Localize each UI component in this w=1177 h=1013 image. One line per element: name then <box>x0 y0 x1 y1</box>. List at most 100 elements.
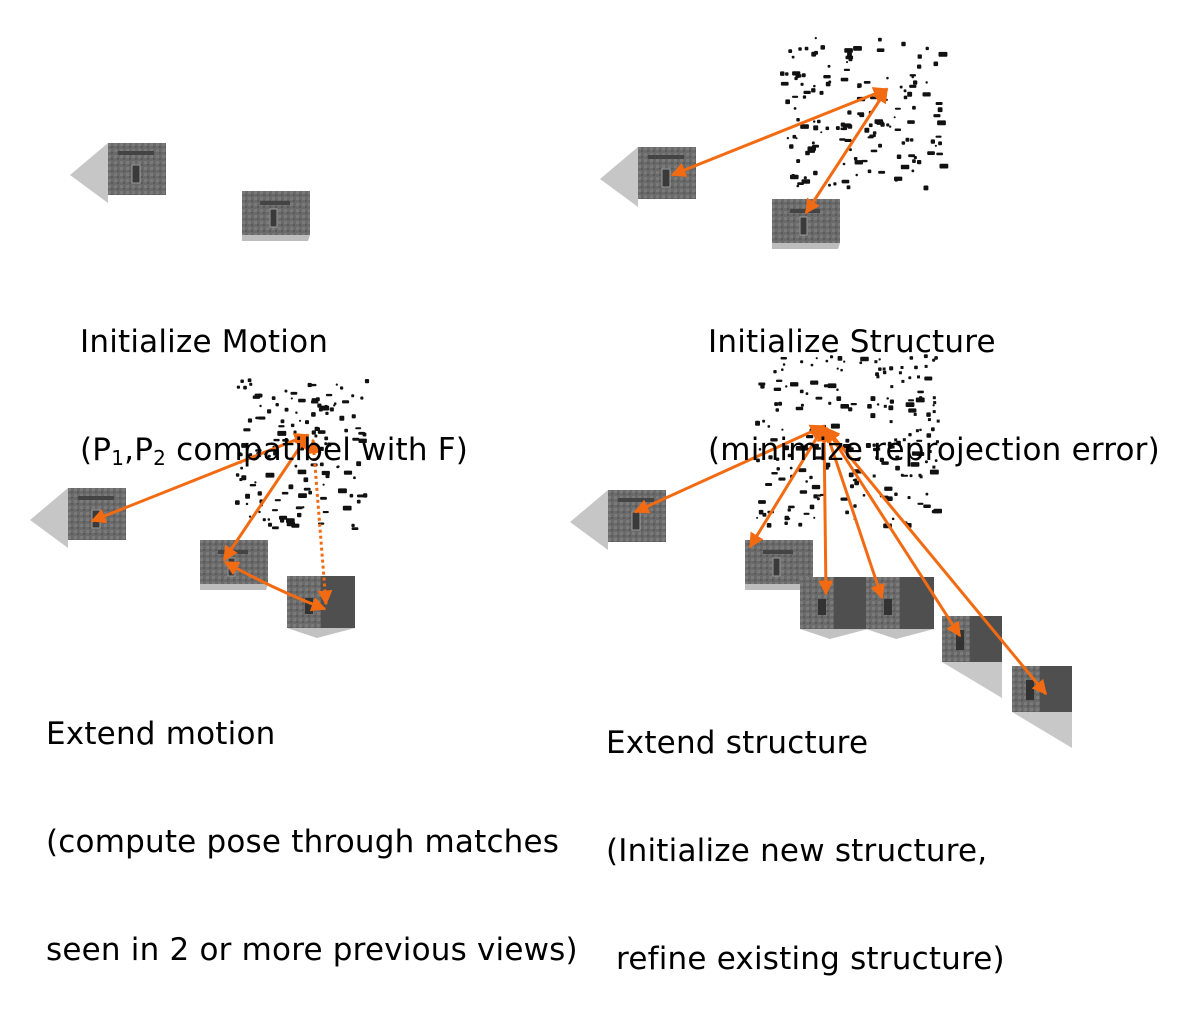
structure-point <box>919 396 923 400</box>
structure-point <box>268 522 272 527</box>
structure-point <box>358 438 367 443</box>
structure-point <box>878 170 886 174</box>
panel-initialize-motion <box>69 142 311 242</box>
structure-point <box>344 428 348 433</box>
structure-point <box>934 144 937 147</box>
structure-point <box>813 516 816 519</box>
structure-point <box>758 509 764 515</box>
structure-point <box>935 102 943 105</box>
structure-point <box>243 385 247 390</box>
structure-point <box>843 360 846 363</box>
structure-point <box>828 80 832 84</box>
structure-point <box>773 370 777 374</box>
structure-point <box>876 48 885 52</box>
structure-point <box>356 461 362 467</box>
structure-point <box>933 114 941 118</box>
structure-point <box>870 413 876 419</box>
structure-point <box>335 383 338 386</box>
structure-point <box>840 368 843 372</box>
structure-point <box>932 404 935 407</box>
structure-point <box>840 127 848 131</box>
structure-point <box>917 160 922 165</box>
structure-point <box>825 359 829 363</box>
structure-point <box>901 41 906 47</box>
structure-point <box>798 47 802 51</box>
structure-point <box>291 523 300 528</box>
structure-point <box>890 385 894 389</box>
structure-point <box>801 73 806 78</box>
structure-point <box>932 396 936 400</box>
structure-point <box>780 357 787 360</box>
structure-point <box>936 152 943 156</box>
structure-point <box>357 494 364 498</box>
structure-point <box>909 356 914 360</box>
structure-point <box>889 125 892 128</box>
structure-point <box>794 76 798 81</box>
structure-point <box>848 57 853 62</box>
structure-point <box>891 517 895 521</box>
structure-point <box>846 61 849 64</box>
structure-point <box>360 396 364 400</box>
structure-point <box>299 419 302 422</box>
caption-initialize-motion: Initialize Motion (P1,P2 compatibel with… <box>80 252 468 504</box>
structure-point <box>316 427 320 431</box>
structure-point <box>853 504 857 508</box>
structure-point <box>351 523 355 528</box>
structure-point <box>352 437 360 441</box>
structure-point <box>872 131 877 135</box>
structure-point <box>863 81 871 84</box>
structure-point <box>932 358 936 362</box>
structure-point <box>305 420 309 425</box>
structure-point <box>901 141 906 145</box>
structure-point <box>846 185 851 190</box>
structure-point <box>799 389 804 394</box>
structure-point <box>908 376 912 380</box>
structure-point <box>878 143 882 148</box>
structure-point <box>792 134 797 139</box>
structure-point <box>286 518 295 523</box>
structure-point <box>937 107 943 113</box>
structure-point <box>933 61 939 67</box>
caption-line-2: (compute pose through matches <box>46 824 560 860</box>
structure-point <box>284 407 289 412</box>
arrow-to-camera-2 <box>748 424 826 549</box>
structure-point <box>889 399 894 404</box>
structure-point <box>841 179 850 184</box>
structure-point <box>786 137 789 140</box>
structure-point <box>864 127 870 133</box>
structure-point <box>910 138 914 142</box>
structure-point <box>903 89 907 93</box>
structure-point <box>882 370 887 375</box>
structure-point <box>936 419 940 423</box>
structure-point <box>796 184 800 188</box>
structure-point <box>830 355 834 359</box>
structure-point <box>342 505 352 511</box>
structure-point <box>874 360 878 364</box>
structure-point <box>780 81 789 86</box>
structure-point <box>355 427 362 430</box>
structure-point <box>833 182 837 186</box>
structure-point <box>325 393 333 397</box>
camera-1 <box>599 146 697 208</box>
structure-point <box>839 138 846 141</box>
structure-point <box>804 46 809 51</box>
structure-point <box>933 508 942 514</box>
structure-point <box>797 182 804 185</box>
caption-line-2: (Initialize new structure, <box>606 833 988 869</box>
structure-point <box>325 411 329 415</box>
panel-initialize-structure <box>599 37 949 250</box>
structure-point <box>911 169 915 173</box>
structure-point <box>800 360 804 364</box>
structure-point <box>881 98 888 101</box>
structure-point <box>908 154 916 158</box>
structure-point <box>933 401 937 405</box>
structure-point <box>938 141 942 146</box>
structure-point <box>810 380 819 385</box>
arrow-to-camera-2 <box>222 433 310 562</box>
structure-point <box>758 382 766 386</box>
structure-point <box>807 146 816 151</box>
structure-point <box>886 397 889 400</box>
structure-point <box>787 517 791 520</box>
structure-point <box>819 90 824 95</box>
structure-point <box>755 420 760 426</box>
